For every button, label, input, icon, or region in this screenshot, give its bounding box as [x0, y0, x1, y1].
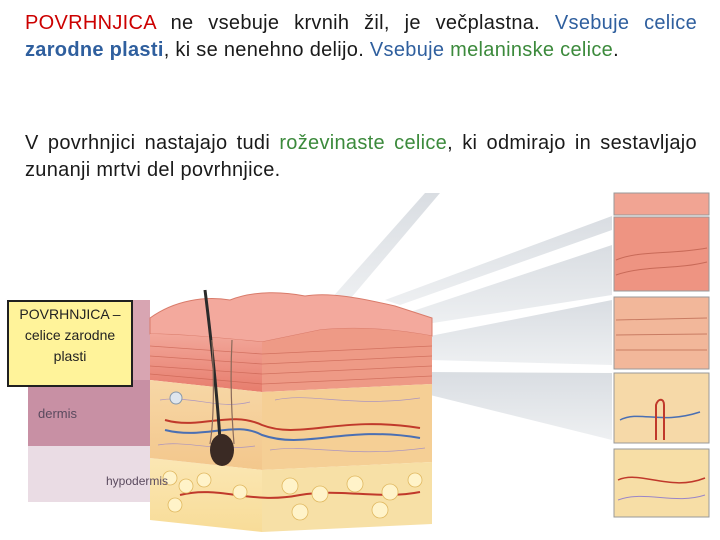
panel-4 [614, 373, 709, 443]
dermis-front [150, 380, 262, 470]
text-vsebuje-1: Vsebuje celice [555, 12, 697, 34]
text-vsebuje-2: Vsebuje [370, 39, 450, 61]
label-hypodermis: hypodermis [106, 474, 168, 488]
text-segment: ne vsebuje krvnih žil, je večplastna. [156, 12, 555, 34]
text-segment: . [613, 39, 619, 61]
term-zarodne-plasti: zarodne plasti [25, 39, 164, 61]
term-melaninske-celice: melaninske celice [450, 39, 613, 61]
hair-bulb [210, 434, 234, 466]
label-dermis: dermis [38, 406, 77, 421]
panel-3 [614, 297, 709, 369]
magnified-panels [614, 193, 709, 517]
text-segment: , ki se nenehno delijo. [164, 39, 370, 61]
term-povrhnjica: POVRHNJICA [25, 12, 156, 34]
text-segment: V povrhnjici nastajajo tudi [25, 132, 279, 154]
term-rozevinaste-celice: roževinaste celice [279, 132, 447, 154]
paragraph-epidermis-intro: POVRHNJICA ne vsebuje krvnih žil, je več… [25, 10, 697, 64]
skin-block [150, 290, 432, 532]
panel-1 [614, 193, 709, 215]
panel-5 [614, 449, 709, 517]
callout-povrhnjica: POVRHNJICA – celice zarodne plasti [7, 300, 133, 387]
panel-2 [614, 217, 709, 291]
paragraph-keratinocytes: V povrhnjici nastajajo tudi roževinaste … [25, 130, 697, 184]
cone-5 [425, 372, 612, 440]
nerve-ending [170, 392, 182, 404]
